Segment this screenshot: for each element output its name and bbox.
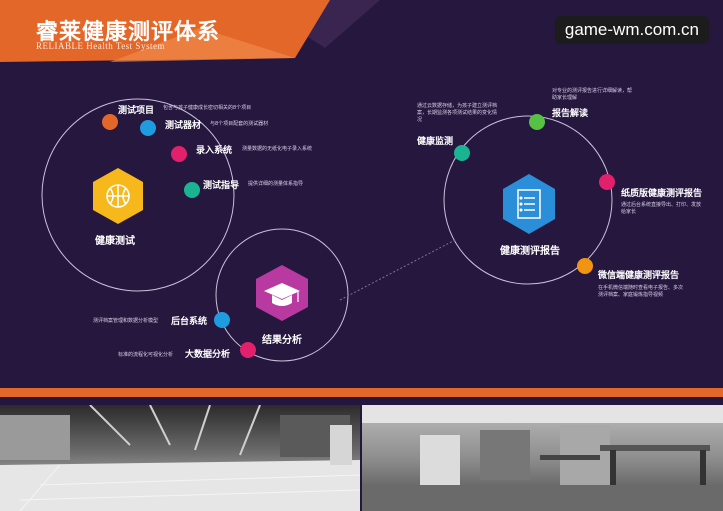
- result-orbit: [215, 228, 349, 362]
- item-label: 健康监测: [417, 137, 454, 147]
- item-label: 纸质版健康测评报告: [621, 189, 703, 199]
- dot-blue: [140, 120, 156, 136]
- infographic-panel: 睿莱健康测评体系 RELIABLE Health Test System 测试项…: [0, 0, 703, 362]
- watermark: game-wm.com.cn: [554, 16, 709, 44]
- report-document-icon: [517, 189, 541, 219]
- report-title: 健康测评报告: [500, 246, 560, 257]
- page-subtitle: RELIABLE Health Test System: [36, 41, 165, 51]
- dot-blue: [214, 312, 230, 328]
- dot-teal: [454, 145, 470, 161]
- item-label: 大数据分析: [185, 350, 231, 360]
- health-test-orbit: [41, 98, 235, 292]
- item-desc: 测评档案管理和数据分析模型: [93, 318, 159, 324]
- item-desc: 对专业的测评报告进行详细解读，帮助家长理解: [552, 88, 633, 101]
- item-label: 后台系统: [171, 317, 208, 327]
- health-test-title: 健康测试: [95, 236, 135, 247]
- item-desc: 通过云数据存储，为孩子建立测评档案，长期监测各项测试结果的变化情况: [417, 103, 498, 123]
- report-orbit: [443, 115, 613, 285]
- dot-teal: [184, 182, 200, 198]
- item-label: 测试指导: [203, 181, 240, 191]
- item-desc: 通过后台系统直接导出、打印、发放给家长: [621, 202, 702, 215]
- item-desc: 与8个项目配套的测试器材: [210, 121, 269, 127]
- item-desc: 测量数据的无纸化电子录入系统: [242, 146, 313, 152]
- item-desc: 标准的流程化可视化分析: [118, 352, 174, 358]
- item-label: 录入系统: [196, 146, 233, 156]
- basketball-icon: [106, 184, 130, 208]
- item-label: 测试项目: [118, 106, 155, 116]
- diagram-graphics: [0, 0, 615, 362]
- item-desc: 提供详细的测量体系指导: [248, 181, 304, 187]
- item-desc: 包含与孩子健康成长密切相关的8个项目: [163, 105, 252, 111]
- graduation-cap-icon: [264, 283, 300, 306]
- item-desc: 在手机微信端随时查看电子报告、多次测评档案、家庭锻炼指导视频: [598, 285, 684, 298]
- page-title: 睿莱健康测评体系: [36, 19, 221, 45]
- item-label: 微信端健康测评报告: [598, 271, 680, 281]
- connector-dashed-line: [339, 239, 456, 301]
- banner-orange-light-shape: [110, 28, 295, 62]
- dot-pink: [599, 174, 615, 190]
- result-analysis-title: 结果分析: [262, 335, 302, 346]
- dot-pink: [171, 146, 187, 162]
- dot-orange: [102, 114, 118, 130]
- dot-pink: [240, 342, 256, 358]
- dot-orange: [577, 258, 593, 274]
- item-label: 报告解读: [552, 109, 589, 119]
- dot-green: [529, 114, 545, 130]
- item-label: 测试器材: [165, 121, 202, 131]
- orange-stripe: [0, 388, 723, 397]
- facility-photos: [0, 405, 723, 511]
